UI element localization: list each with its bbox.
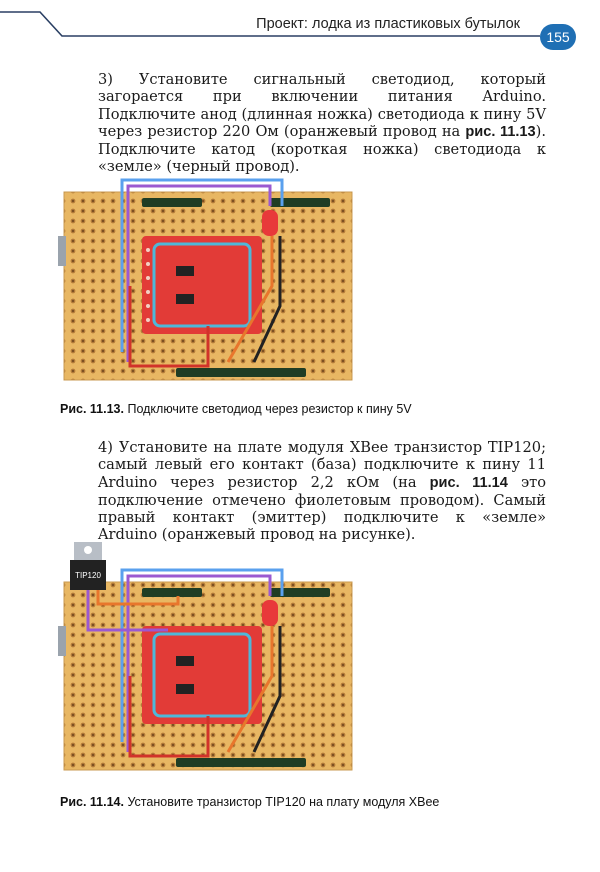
transistor-label: TIP120: [75, 571, 101, 580]
figure-11-14-caption-text: Установите транзистор TIP120 на плату мо…: [123, 795, 440, 809]
step-3-text-before: 3) Установите сигнальный светодиод, кото…: [98, 71, 546, 140]
figure-ref-11-13: рис. 11.13: [465, 123, 536, 140]
header-rule: [0, 11, 540, 37]
figure-11-13-breadboard: [58, 178, 353, 381]
step-4-paragraph: 4) Установите на плате модуля XBee транз…: [98, 439, 546, 544]
step-3-text-after: ). Подключите катод (короткая ножка) све…: [98, 122, 547, 176]
figure-11-14-caption: Рис. 11.14. Установите транзистор TIP120…: [60, 795, 439, 809]
figure-11-13-caption: Рис. 11.13. Подключите светодиод через р…: [60, 402, 412, 416]
running-header: Проект: лодка из пластиковых бутылок: [256, 16, 520, 32]
step-4-text-before: 4) Установите на плате модуля XBee транз…: [98, 439, 546, 491]
figure-11-13-caption-text: Подключите светодиод через резистор к пи…: [123, 402, 412, 416]
figure-11-14-label: Рис. 11.14.: [60, 795, 124, 809]
figure-ref-11-14: рис. 11.14: [429, 474, 508, 491]
step-3-paragraph: 3) Установите сигнальный светодиод, кото…: [98, 71, 546, 176]
step-4-text-after: это подключение отмечено фиолетовым пров…: [98, 473, 546, 544]
figure-11-13-label: Рис. 11.13.: [60, 402, 124, 416]
page-number: 155: [540, 24, 576, 50]
figure-11-14-breadboard: TIP120: [58, 542, 353, 771]
